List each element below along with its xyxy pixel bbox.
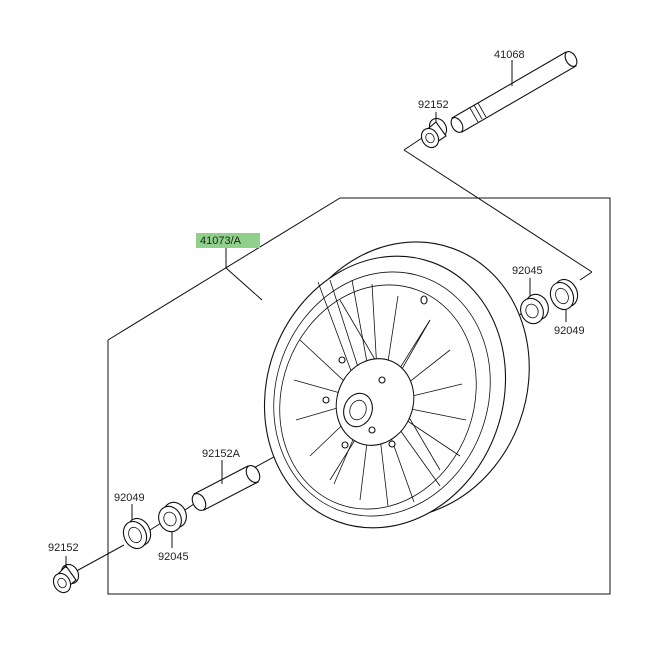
label-92045-right[interactable]: 92045: [512, 265, 543, 277]
highlight-box: [196, 233, 260, 248]
reference-frame: [107, 197, 611, 595]
label-92045-left[interactable]: 92045: [158, 551, 189, 563]
label-92152a[interactable]: 92152A: [202, 448, 241, 460]
wheel-icon[interactable]: [227, 207, 568, 562]
spacer-icon[interactable]: [189, 460, 262, 513]
collar-left-icon[interactable]: [50, 556, 82, 596]
collar-right-icon[interactable]: [418, 112, 450, 151]
label-92049-right[interactable]: 92049: [554, 325, 585, 337]
label-41073a[interactable]: 41073/A: [200, 235, 242, 247]
hub: [322, 356, 415, 449]
bearing-right-icon[interactable]: [517, 278, 553, 327]
axle-icon[interactable]: [449, 50, 580, 135]
label-92049-left[interactable]: 92049: [114, 492, 145, 504]
wheel-label-leader-2: [225, 267, 263, 301]
bearing-left-icon[interactable]: [155, 499, 191, 548]
seal-right-icon[interactable]: [546, 276, 582, 322]
seal-left-icon[interactable]: [119, 504, 155, 552]
label-92152-left[interactable]: 92152: [48, 542, 79, 554]
label-41068[interactable]: 41068: [494, 49, 525, 61]
label-92152-right[interactable]: 92152: [418, 99, 449, 111]
part-labels: 41073/A 41068 92152 92045 92049 92152A 9…: [48, 49, 585, 563]
